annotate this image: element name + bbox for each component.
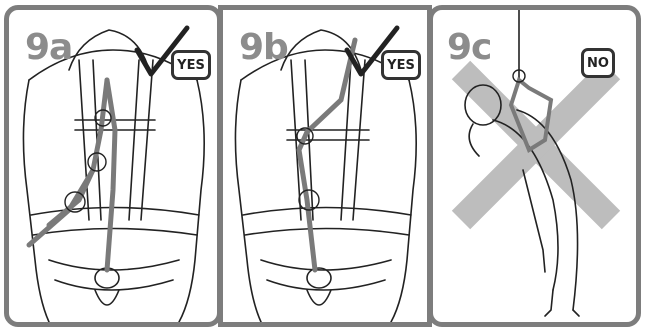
panel-9a: 9a YES — [4, 5, 222, 327]
panel-9c: 9c NO — [428, 5, 641, 327]
panel-label: 9c — [447, 30, 491, 66]
yes-badge: YES — [171, 50, 211, 80]
no-badge: NO — [581, 48, 615, 78]
panel-9b: 9b YES — [218, 5, 432, 327]
yes-badge: YES — [381, 50, 421, 80]
